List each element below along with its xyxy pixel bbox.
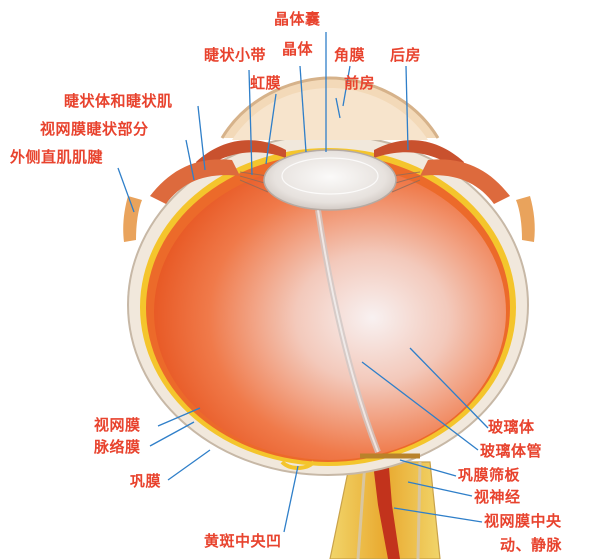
label-lateral-rectus-tendon: 外侧直肌肌腱 [10, 150, 103, 165]
label-vitreous-body: 玻璃体 [488, 420, 535, 435]
label-optic-nerve: 视神经 [474, 490, 521, 505]
label-iris: 虹膜 [250, 76, 281, 91]
label-vitreous-canal: 玻璃体管 [480, 444, 542, 459]
label-zonule: 睫状小带 [204, 48, 266, 63]
lens-shape [264, 150, 396, 210]
label-fovea: 黄斑中央凹 [204, 534, 282, 549]
label-sclera: 巩膜 [130, 474, 161, 489]
label-ciliary-body-muscle: 睫状体和睫状肌 [64, 94, 173, 109]
label-retina-ciliary-part: 视网膜睫状部分 [40, 122, 149, 137]
label-cornea: 角膜 [334, 48, 365, 63]
label-anterior-chamber: 前房 [344, 76, 375, 91]
label-lens: 晶体 [282, 42, 313, 57]
label-central-vessels-1: 视网膜中央 [484, 514, 562, 529]
label-posterior-chamber: 后房 [390, 48, 421, 63]
label-retina: 视网膜 [94, 418, 141, 433]
lateral-rectus-shape [123, 196, 142, 242]
label-lens-capsule: 晶体囊 [274, 12, 321, 27]
label-central-vessels-2: 动、静脉 [500, 538, 562, 553]
label-lamina-cribrosa: 巩膜筛板 [458, 468, 520, 483]
label-choroid: 脉络膜 [94, 440, 141, 455]
